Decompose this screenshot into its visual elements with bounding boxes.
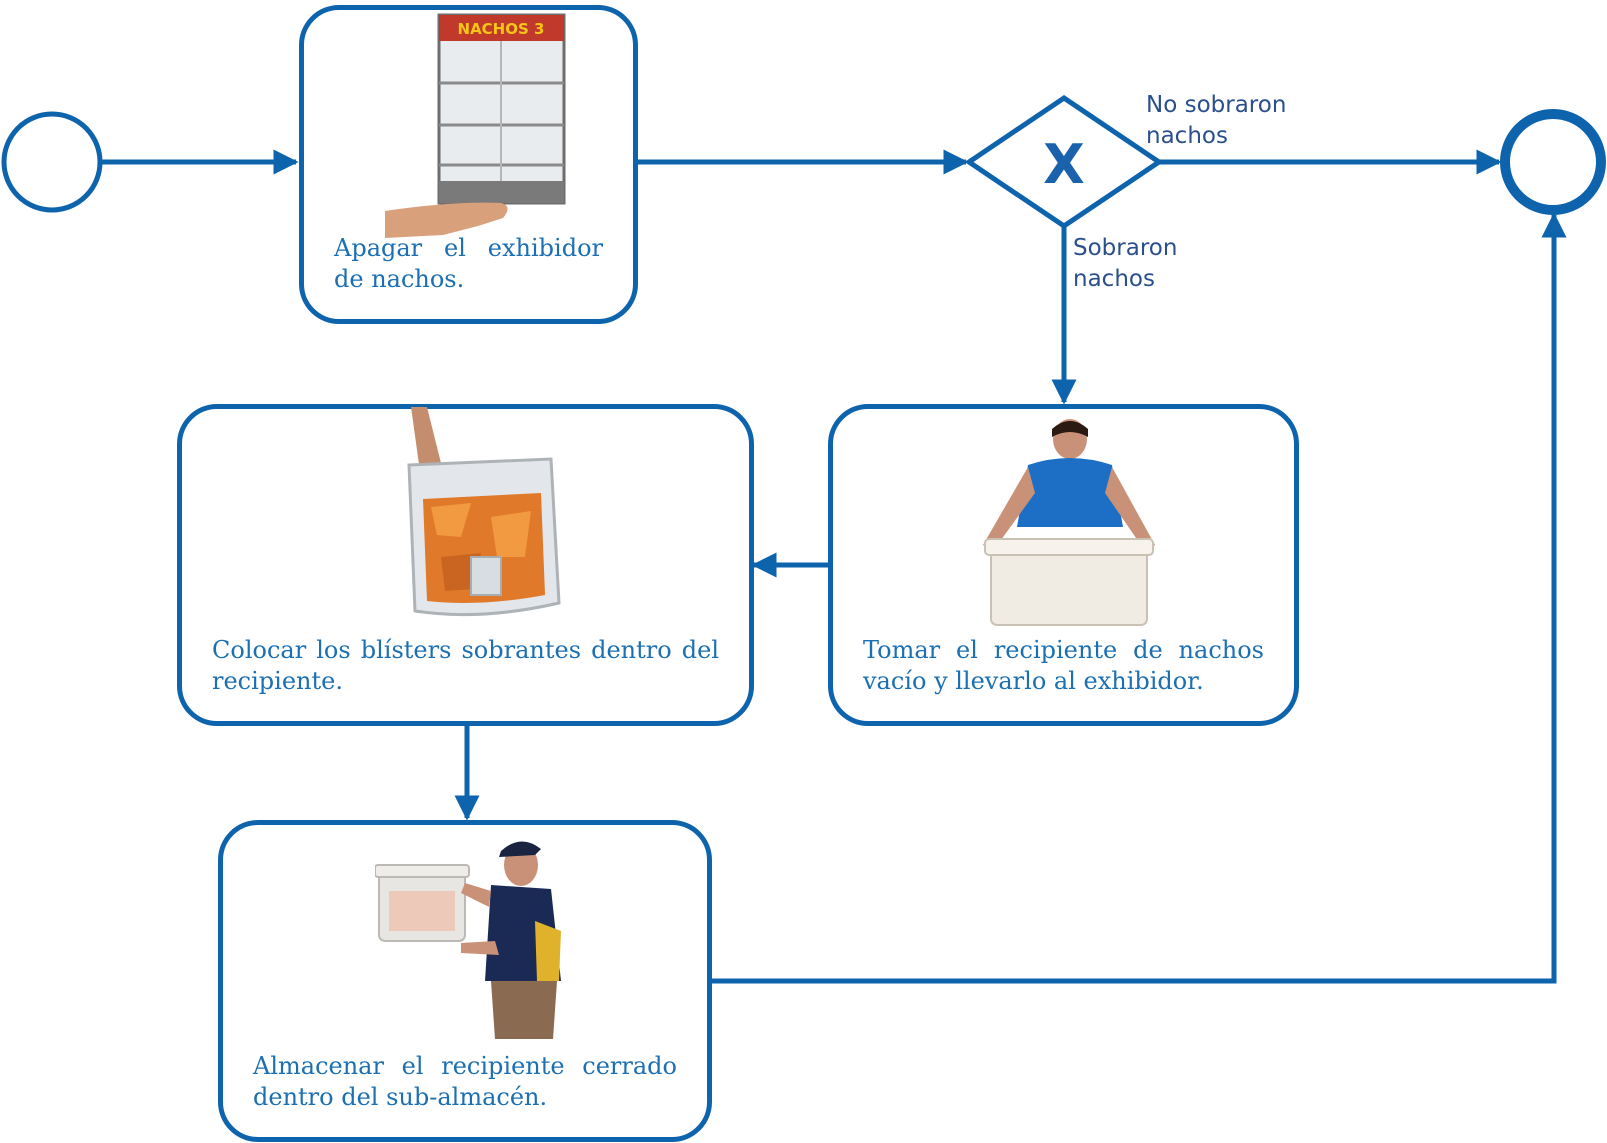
- worker-carrying-empty-container-image: [983, 419, 1155, 626]
- task-store-container: Almacenar el recipiente cerrado dentro d…: [218, 820, 712, 1142]
- task-take-container: Tomar el recipiente de nachos vacío y ll…: [828, 404, 1299, 726]
- task-label: Apagar el exhibidor de nachos.: [334, 234, 603, 293]
- flow-task4-to-end: [712, 212, 1567, 984]
- task-turn-off-display: NACHOS 3 Apagar el exhibidor de nachos.: [299, 5, 638, 324]
- worker-holding-closed-container-image: [375, 841, 561, 1039]
- task-label: Almacenar el recipiente cerrado dentro d…: [253, 1052, 677, 1111]
- hand-placing-nachos-in-container-image: [407, 407, 561, 617]
- end-event: [1500, 109, 1606, 215]
- start-event: [1, 111, 103, 213]
- task-label: Colocar los blísters sobrantes dentro de…: [212, 636, 719, 695]
- task-place-blisters: Colocar los blísters sobrantes dentro de…: [177, 404, 754, 726]
- flow-label-no-leftovers: No sobraron nachos: [1146, 92, 1287, 149]
- nacho-display-cabinet-image: NACHOS 3: [385, 13, 566, 238]
- task-label: Tomar el recipiente de nachos vacío y ll…: [863, 636, 1264, 695]
- cabinet-sign-text: NACHOS 3: [458, 20, 545, 38]
- flow-label-leftovers: Sobraron nachos: [1073, 235, 1178, 292]
- gateway-x-marker: X: [1043, 133, 1085, 196]
